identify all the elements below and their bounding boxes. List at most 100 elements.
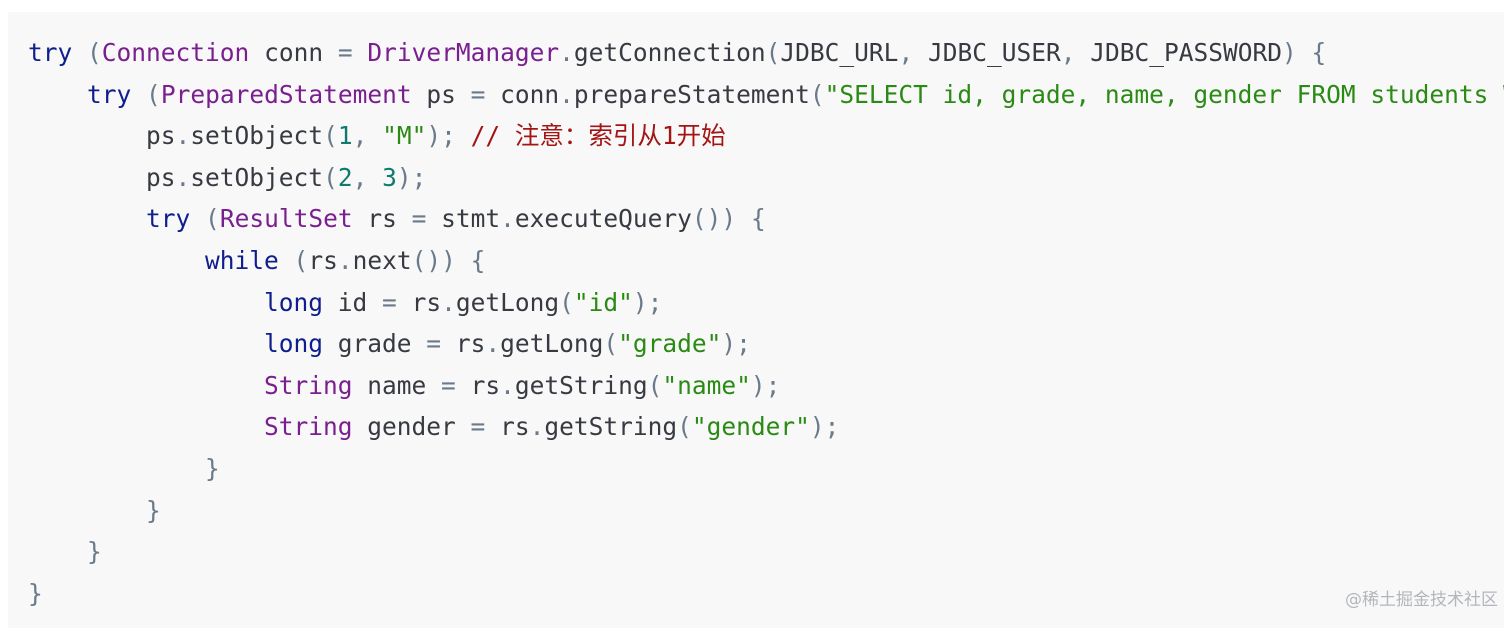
code-token: // 注意：索引从1开始 xyxy=(470,121,726,151)
code-token: getLong xyxy=(500,329,604,359)
code-token: rs xyxy=(455,370,501,400)
code-token: ps xyxy=(146,121,176,151)
code-indent xyxy=(28,163,146,192)
code-token: getString xyxy=(544,412,678,442)
code-token: { xyxy=(470,245,486,275)
code-token: ResultSet xyxy=(219,204,353,234)
code-token: ( xyxy=(293,245,309,275)
code-indent xyxy=(28,496,146,525)
code-indent xyxy=(28,454,205,483)
code-token xyxy=(367,163,382,192)
code-token: try xyxy=(146,204,191,234)
code-token: ); xyxy=(721,329,751,359)
code-line: } xyxy=(28,531,1504,573)
code-indent xyxy=(28,371,264,400)
code-token: id xyxy=(323,287,383,317)
code-token: ()) xyxy=(691,204,737,234)
code-token: ( xyxy=(603,329,619,359)
code-token: . xyxy=(175,121,191,151)
code-content[interactable]: try (Connection conn = DriverManager.get… xyxy=(28,32,1504,614)
code-token: ()) xyxy=(411,245,456,275)
code-token: . xyxy=(485,329,501,359)
code-token: rs xyxy=(485,412,530,442)
code-token: conn xyxy=(485,79,560,109)
code-token: JDBC_USER xyxy=(913,38,1061,67)
code-token: 2 xyxy=(337,162,353,192)
code-token: ); xyxy=(396,162,427,192)
code-token: ); xyxy=(809,412,840,442)
code-block: try (Connection conn = DriverManager.get… xyxy=(8,12,1504,628)
code-token: "M" xyxy=(382,121,427,151)
code-line: } xyxy=(28,573,1504,615)
code-line: } xyxy=(28,448,1504,490)
code-token xyxy=(353,38,368,67)
code-indent xyxy=(28,537,87,566)
code-token: ps xyxy=(411,79,471,109)
code-token: rs xyxy=(308,245,338,275)
code-token: ); xyxy=(632,287,663,317)
code-token: ( xyxy=(146,79,161,109)
code-token: String xyxy=(264,412,353,442)
code-token xyxy=(190,204,205,233)
code-token: = xyxy=(382,287,397,317)
code-token: JDBC_URL xyxy=(780,38,899,67)
code-token: prepareStatement xyxy=(573,79,810,109)
code-indent xyxy=(28,204,146,233)
code-token: = xyxy=(337,38,353,67)
watermark-text: @稀土掘金技术社区 xyxy=(1345,590,1498,610)
code-token xyxy=(367,121,382,150)
code-token: 3 xyxy=(382,162,397,192)
code-token: = xyxy=(441,370,456,400)
code-token: , xyxy=(898,38,914,67)
code-token: next xyxy=(352,245,412,275)
code-token: ( xyxy=(87,38,102,67)
code-token: , xyxy=(352,162,368,192)
code-token: "grade" xyxy=(618,329,722,359)
code-token: . xyxy=(500,204,515,234)
code-token xyxy=(72,38,87,67)
code-indent xyxy=(28,121,146,150)
code-token: while xyxy=(205,245,279,275)
code-token: . xyxy=(559,79,574,109)
code-token: = xyxy=(426,329,442,359)
code-token xyxy=(456,246,471,275)
code-indent xyxy=(28,288,264,317)
code-indent xyxy=(28,329,264,358)
code-line: ps.setObject(1, "M"); // 注意：索引从1开始 xyxy=(28,115,1504,157)
code-token: long xyxy=(264,287,324,317)
code-token: getConnection xyxy=(573,38,766,67)
code-line: String gender = rs.getString("gender"); xyxy=(28,406,1504,448)
code-token: 1 xyxy=(337,121,353,151)
code-token: setObject xyxy=(190,121,324,151)
code-token xyxy=(736,204,751,233)
code-token: "gender" xyxy=(691,412,810,442)
code-token: name xyxy=(352,370,442,400)
code-token: { xyxy=(1311,38,1327,67)
code-token: ); xyxy=(426,121,456,151)
code-token: "id" xyxy=(573,287,633,317)
code-token: rs xyxy=(441,329,486,359)
code-token: Connection xyxy=(101,38,250,67)
code-token: } xyxy=(87,537,102,567)
code-token: try xyxy=(87,79,132,109)
code-indent xyxy=(28,246,205,275)
code-token: . xyxy=(500,370,515,400)
code-token: , xyxy=(1060,38,1076,67)
code-token: . xyxy=(559,38,574,67)
code-token: conn xyxy=(249,38,338,67)
code-line: } xyxy=(28,490,1504,532)
code-line: while (rs.next()) { xyxy=(28,240,1504,282)
code-token: "SELECT id, grade, name, gender FROM stu… xyxy=(824,79,1504,109)
code-token: try xyxy=(28,38,73,67)
code-token: ( xyxy=(205,204,220,234)
code-token: ( xyxy=(647,370,663,400)
code-token: ( xyxy=(677,412,692,442)
code-token: "name" xyxy=(662,370,751,400)
code-token: = xyxy=(470,79,486,109)
code-token: ); xyxy=(750,370,781,400)
code-token: getLong xyxy=(455,287,560,317)
code-token: rs xyxy=(352,204,412,234)
code-token xyxy=(279,246,294,275)
code-token: ( xyxy=(323,121,338,151)
code-token xyxy=(131,80,146,109)
